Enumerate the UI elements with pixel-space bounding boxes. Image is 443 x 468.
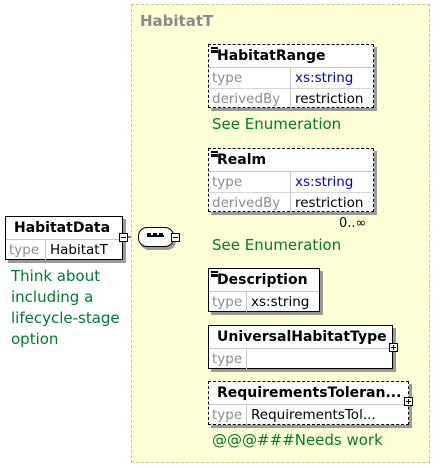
habitat-range-note: See Enumeration [212, 115, 342, 133]
root-type-value: HabitatT [50, 242, 108, 258]
root-element-box[interactable]: HabitatData type HabitatT [5, 216, 123, 260]
attr-key: type [209, 349, 247, 369]
requirements-note: @@@###Needs work [212, 431, 383, 449]
complex-type-title: HabitatT [140, 12, 214, 30]
element-name: HabitatRange [209, 45, 373, 68]
root-type-label: type [6, 240, 46, 260]
sequence-occurs: 0..∞ [339, 216, 367, 231]
element-name: Description [209, 269, 319, 292]
expand-icon[interactable] [404, 397, 413, 406]
attr-value: xs:string [251, 294, 310, 310]
collapse-icon[interactable] [119, 233, 128, 242]
expand-icon[interactable] [389, 343, 398, 352]
element-name: Realm [209, 149, 373, 172]
attr-key: derivedBy [209, 89, 291, 109]
documentation-icon [211, 47, 218, 53]
element-description[interactable]: Description type xs:string [208, 268, 320, 312]
element-realm[interactable]: Realm type xs:string derivedBy restricti… [208, 148, 374, 213]
root-annotation: Think about including a lifecycle-stage … [11, 267, 120, 348]
attr-value-link[interactable]: xs:string [295, 70, 354, 86]
attr-row-type: type xs:string [209, 292, 319, 312]
attr-value [247, 349, 251, 369]
realm-note: See Enumeration [212, 236, 342, 254]
attr-key: type [209, 405, 247, 425]
attr-value: restriction [295, 195, 364, 211]
root-element-name: HabitatData [6, 217, 122, 240]
attr-value-link[interactable]: xs:string [295, 174, 354, 190]
element-universal-habitat-type[interactable]: UniversalHabitatType type [208, 325, 393, 369]
attr-row-type: type [209, 349, 392, 369]
root-type-row: type HabitatT [6, 240, 122, 260]
element-requirements-tolerance[interactable]: RequirementsToleran... type Requirements… [208, 381, 409, 425]
attr-key: derivedBy [209, 193, 291, 213]
sequence-icon [147, 233, 164, 241]
attr-row-type: type xs:string [209, 68, 373, 88]
attr-key: type [209, 68, 291, 88]
attr-row-type: type xs:string [209, 172, 373, 192]
attr-key: type [209, 172, 291, 192]
attr-row-derived-by: derivedBy restriction [209, 192, 373, 213]
attr-value: restriction [295, 91, 364, 107]
attr-key: type [209, 292, 247, 312]
attr-value: RequirementsTol... [251, 407, 376, 423]
attr-row-derived-by: derivedBy restriction [209, 88, 373, 109]
element-name: UniversalHabitatType [209, 326, 392, 349]
documentation-icon [211, 151, 218, 157]
element-name: RequirementsToleran... [209, 382, 408, 405]
sequence-compositor[interactable] [138, 227, 174, 247]
documentation-icon [211, 271, 218, 277]
attr-row-type: type RequirementsTol... [209, 405, 408, 425]
sequence-collapse-icon[interactable] [171, 233, 180, 242]
element-habitat-range[interactable]: HabitatRange type xs:string derivedBy re… [208, 44, 374, 109]
